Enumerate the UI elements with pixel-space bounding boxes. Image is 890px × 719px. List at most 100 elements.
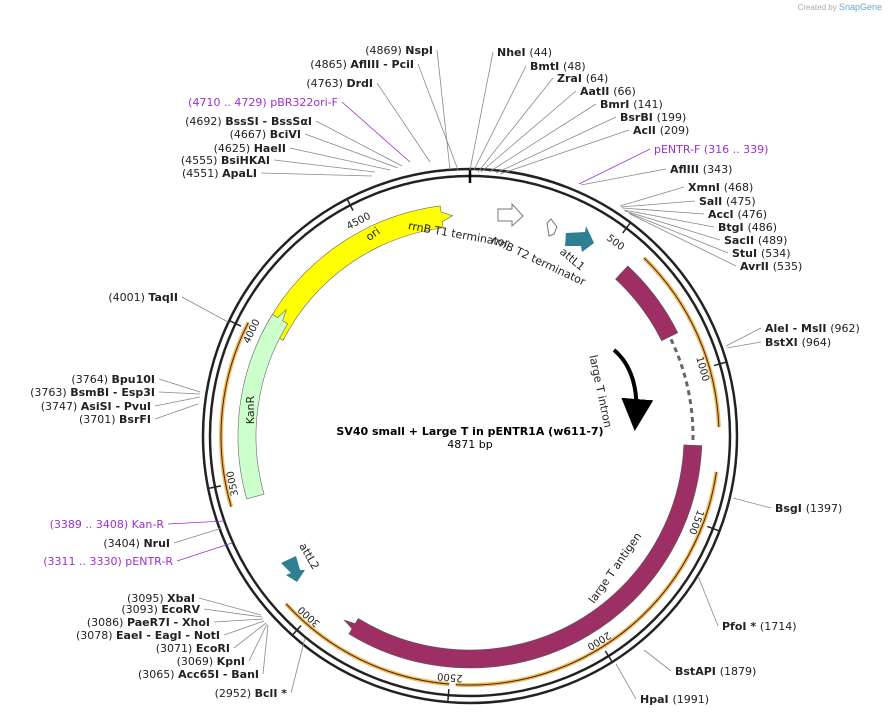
site-name: SalI bbox=[699, 195, 726, 208]
site-name: BssSI - BssSαI bbox=[225, 115, 312, 128]
site-name: AatII bbox=[580, 85, 613, 98]
site-name: Acc65I - BanI bbox=[178, 668, 259, 681]
leader-line bbox=[262, 624, 269, 675]
site-name: StuI bbox=[732, 247, 761, 260]
site-label: (3763) BsmBI - Esp3I bbox=[30, 386, 155, 399]
leader-line bbox=[203, 608, 263, 618]
site-label: ZraI (64) bbox=[557, 72, 608, 85]
leader-line bbox=[621, 207, 705, 215]
site-position: (4625) bbox=[214, 142, 254, 155]
leader-line bbox=[477, 77, 554, 173]
primer-bind-line bbox=[220, 322, 249, 507]
site-label: (3065) Acc65I - BanI bbox=[138, 668, 259, 681]
site-label: XmnI (468) bbox=[688, 181, 753, 194]
leader-line bbox=[173, 527, 223, 544]
large-t-exon1 bbox=[615, 265, 679, 342]
plasmid-name: SV40 small + Large T in pENTR1A (w611-7) bbox=[336, 425, 603, 438]
leader-line bbox=[629, 213, 737, 267]
site-name: NspI bbox=[405, 44, 433, 57]
feature-label-kanr: KanR bbox=[244, 395, 257, 424]
site-name: XmnI bbox=[688, 181, 724, 194]
site-position: (535) bbox=[773, 260, 803, 273]
site-name: BstAPI bbox=[675, 665, 720, 678]
tick-mark bbox=[622, 222, 631, 234]
site-label: (2952) BclI * bbox=[215, 687, 288, 700]
leader-line bbox=[260, 172, 373, 177]
site-name: EcoRV bbox=[161, 603, 200, 616]
site-position: (4869) bbox=[365, 44, 405, 57]
site-name: AccI bbox=[708, 208, 737, 221]
site-name: BmtI bbox=[530, 60, 563, 73]
tick-mark bbox=[447, 689, 450, 702]
site-label: (3078) EaeI - EagI - NotI bbox=[76, 629, 220, 642]
site-name: Bpu10I bbox=[112, 373, 156, 386]
site-name: NheI bbox=[497, 46, 529, 59]
intron-dash bbox=[669, 338, 695, 443]
leader-line bbox=[290, 637, 306, 694]
site-name: EaeI - EagI - NotI bbox=[116, 629, 220, 642]
leader-line bbox=[315, 120, 403, 167]
leader-line bbox=[623, 209, 715, 228]
site-label: BmrI (141) bbox=[600, 98, 663, 111]
site-position: (489) bbox=[758, 234, 788, 247]
snapgene-credit: Created by SnapGene bbox=[798, 2, 882, 12]
site-name: AflIII bbox=[670, 163, 703, 176]
site-label: (4763) DrdI bbox=[306, 77, 373, 90]
site-name: AflIII - PciI bbox=[350, 58, 414, 71]
site-name: AleI - MslI bbox=[765, 322, 830, 335]
site-position: (4551) bbox=[182, 167, 222, 180]
site-label: BmtI (48) bbox=[530, 60, 586, 73]
site-label: (4869) NspI bbox=[365, 44, 433, 57]
site-label: (4555) BsiHKAI bbox=[181, 154, 270, 167]
site-position: (4692) bbox=[185, 115, 225, 128]
site-position: (3701) bbox=[79, 413, 119, 426]
site-name: pENTR-F bbox=[654, 143, 704, 156]
attl1-arrow bbox=[565, 226, 594, 252]
site-name: KpnI bbox=[217, 655, 245, 668]
leader-line bbox=[480, 90, 577, 173]
leader-line bbox=[154, 403, 199, 420]
site-label: (4551) ApaLI bbox=[182, 167, 257, 180]
rrnb-t1-terminator-arrow bbox=[497, 202, 524, 228]
site-position: (316 .. 339) bbox=[704, 143, 769, 156]
site-label: SalI (475) bbox=[699, 195, 756, 208]
site-position: (3086) bbox=[87, 616, 127, 629]
leader-line bbox=[233, 622, 267, 649]
leader-line bbox=[289, 147, 391, 171]
site-name: SacII bbox=[724, 234, 758, 247]
leader-line bbox=[628, 212, 729, 254]
leader-line bbox=[176, 542, 233, 562]
site-position: (141) bbox=[633, 98, 663, 111]
leader-line bbox=[304, 133, 399, 169]
leader-line bbox=[473, 65, 527, 171]
site-position: (3747) bbox=[41, 400, 81, 413]
tick-mark bbox=[713, 361, 726, 367]
site-name: pBR322ori-F bbox=[270, 96, 338, 109]
site-position: (1879) bbox=[720, 665, 757, 678]
site-position: (3311 .. 3330) bbox=[43, 555, 125, 568]
site-position: (3404) bbox=[103, 537, 143, 550]
site-position: (476) bbox=[737, 208, 767, 221]
site-name: AclI bbox=[633, 124, 660, 137]
leader-line bbox=[158, 378, 201, 393]
site-position: (4865) bbox=[310, 58, 350, 71]
site-name: HpaI bbox=[640, 693, 672, 706]
primer-bind-line bbox=[455, 471, 717, 686]
leader-line bbox=[578, 148, 651, 185]
site-position: (66) bbox=[613, 85, 636, 98]
site-position: (1714) bbox=[760, 620, 797, 633]
leader-line bbox=[223, 620, 265, 636]
site-position: (4710 .. 4729) bbox=[188, 96, 270, 109]
site-position: (3071) bbox=[156, 642, 196, 655]
tick-mark bbox=[209, 485, 222, 489]
site-name: AsiSI - PvuI bbox=[81, 400, 151, 413]
leader-line bbox=[488, 103, 597, 173]
leader-line bbox=[436, 49, 451, 171]
site-label: AccI (476) bbox=[708, 208, 767, 221]
site-label: (4667) BciVI bbox=[230, 128, 301, 141]
site-position: (534) bbox=[761, 247, 791, 260]
primer-bind-line bbox=[643, 257, 720, 428]
site-position: (64) bbox=[586, 72, 609, 85]
leader-line bbox=[619, 186, 685, 207]
site-position: (3065) bbox=[138, 668, 178, 681]
